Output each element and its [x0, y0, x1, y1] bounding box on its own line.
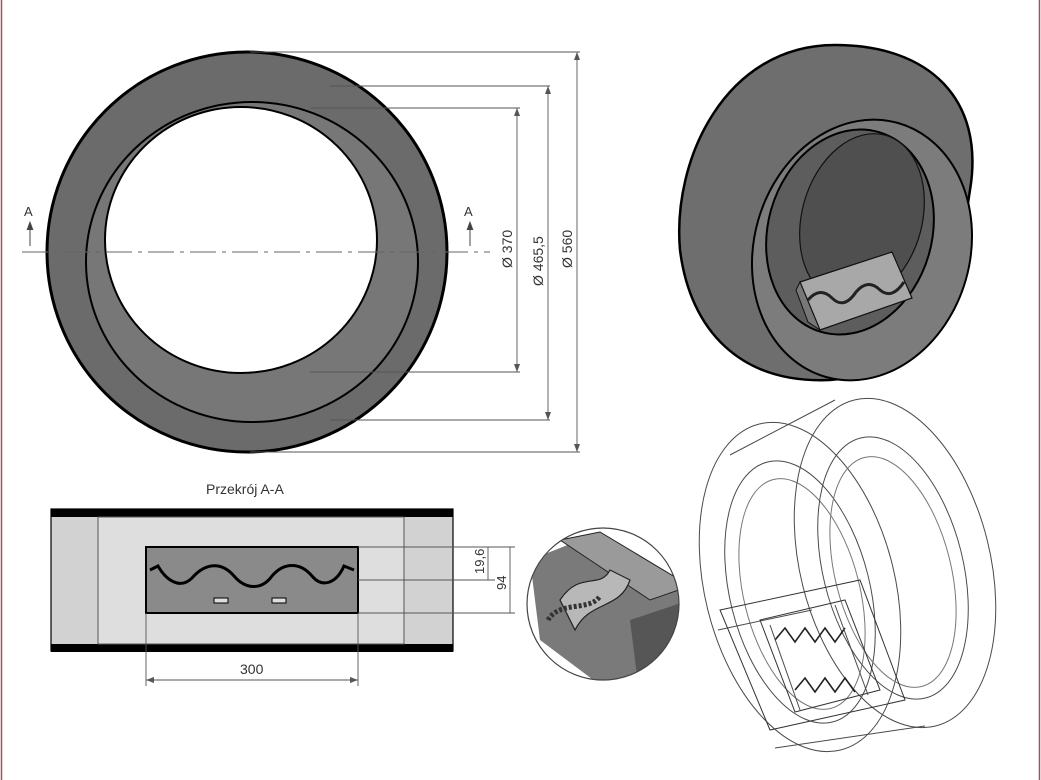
wire-burner-box [719, 579, 906, 731]
section-burner-wave [149, 564, 355, 588]
section-marker-right: A [464, 204, 473, 219]
dim-burner-height: 94 [494, 576, 509, 590]
wire-back-outer [793, 397, 997, 729]
dim-inner-diameter: Ø 370 [499, 230, 515, 268]
isometric-solid-view [677, 43, 974, 382]
inner-opening [104, 106, 378, 374]
dim-burner-depth: 19,6 [472, 549, 487, 574]
section-marker-left: A [24, 204, 33, 219]
detail-view [526, 527, 680, 681]
section-view: Przekrój A-A 300 19,6 94 [50, 481, 515, 686]
dim-middle-diameter: Ø 465,5 [530, 236, 546, 286]
wire-back-inner [817, 436, 969, 700]
wireframe-view [698, 397, 997, 753]
detail-circle [526, 527, 680, 681]
section-burner [145, 546, 359, 614]
wire-front-outer [698, 421, 902, 753]
front-view: A A Ø 370 Ø 465,5 Ø 560 [22, 50, 580, 454]
dim-burner-width: 300 [240, 661, 264, 677]
dim-outer-diameter: Ø 560 [559, 230, 575, 268]
section-title: Przekrój A-A [206, 481, 284, 497]
burner-wave [806, 281, 906, 305]
wire-front-inner [724, 460, 876, 724]
